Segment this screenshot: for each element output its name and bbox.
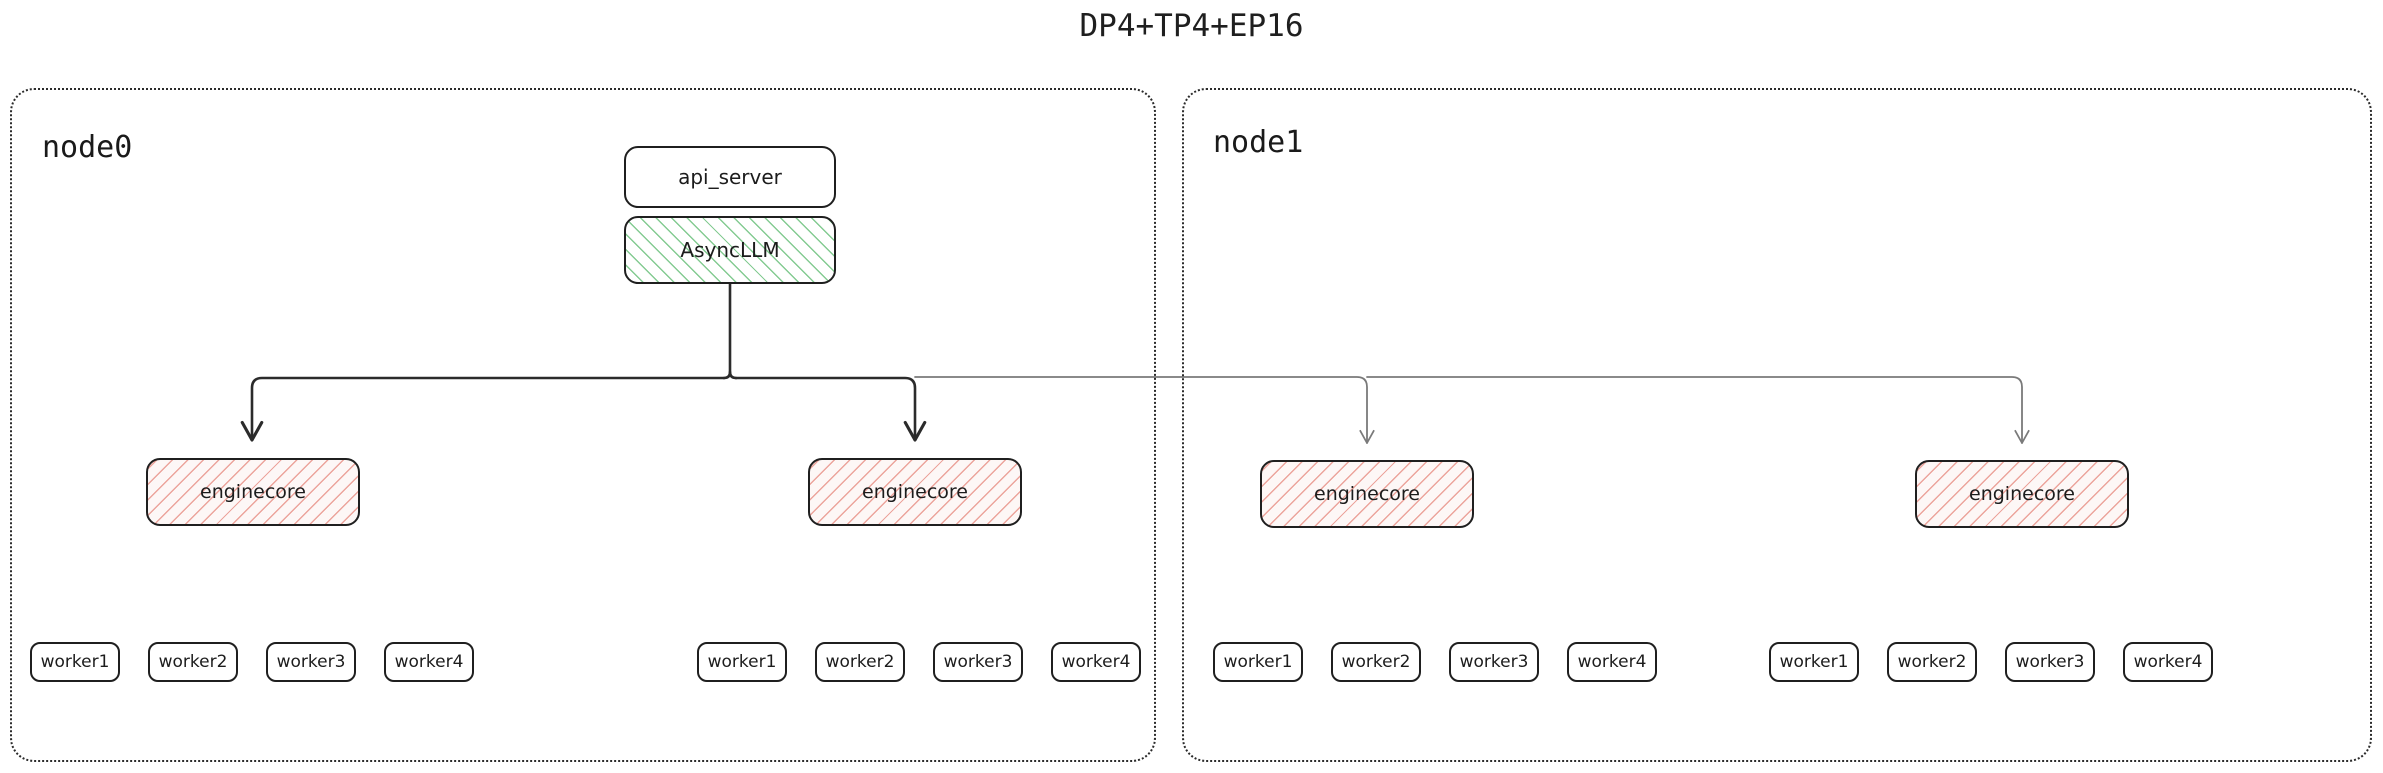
box-worker-node1-0-3[interactable]: worker4	[1567, 642, 1657, 682]
worker-label: worker2	[158, 651, 228, 672]
box-worker-node0-0-0[interactable]: worker1	[30, 642, 120, 682]
box-async-llm[interactable]: AsyncLLM	[624, 216, 836, 284]
worker-label: worker4	[1061, 651, 1131, 672]
box-worker-node1-1-3[interactable]: worker4	[2123, 642, 2213, 682]
box-worker-node0-1-1[interactable]: worker2	[815, 642, 905, 682]
worker-label: worker3	[943, 651, 1013, 672]
box-enginecore-node0-0[interactable]: enginecore	[146, 458, 360, 526]
box-worker-node0-1-2[interactable]: worker3	[933, 642, 1023, 682]
box-enginecore-node1-1[interactable]: enginecore	[1915, 460, 2129, 528]
enginecore-label: enginecore	[200, 480, 306, 503]
box-worker-node1-1-0[interactable]: worker1	[1769, 642, 1859, 682]
node-container-node1	[1182, 88, 2372, 762]
worker-label: worker1	[40, 651, 110, 672]
async-llm-label: AsyncLLM	[680, 238, 780, 262]
node-label-node1: node1	[1213, 125, 1304, 160]
worker-label: worker4	[2133, 651, 2203, 672]
box-worker-node0-0-1[interactable]: worker2	[148, 642, 238, 682]
worker-label: worker1	[1223, 651, 1293, 672]
node-container-node0	[10, 88, 1156, 762]
box-worker-node1-1-1[interactable]: worker2	[1887, 642, 1977, 682]
enginecore-label: enginecore	[1969, 482, 2075, 505]
box-worker-node1-0-2[interactable]: worker3	[1449, 642, 1539, 682]
box-worker-node1-0-1[interactable]: worker2	[1331, 642, 1421, 682]
worker-label: worker1	[707, 651, 777, 672]
worker-label: worker2	[1341, 651, 1411, 672]
box-worker-node0-1-3[interactable]: worker4	[1051, 642, 1141, 682]
page-title: DP4+TP4+EP16	[1079, 8, 1304, 44]
enginecore-label: enginecore	[862, 480, 968, 503]
box-enginecore-node1-0[interactable]: enginecore	[1260, 460, 1474, 528]
worker-label: worker2	[825, 651, 895, 672]
worker-label: worker4	[1577, 651, 1647, 672]
box-worker-node0-0-3[interactable]: worker4	[384, 642, 474, 682]
worker-label: worker2	[1897, 651, 1967, 672]
box-worker-node1-1-2[interactable]: worker3	[2005, 642, 2095, 682]
box-api-server[interactable]: api_server	[624, 146, 836, 208]
node-label-node0: node0	[42, 130, 133, 165]
enginecore-label: enginecore	[1314, 482, 1420, 505]
box-worker-node1-0-0[interactable]: worker1	[1213, 642, 1303, 682]
api-server-label: api_server	[678, 165, 782, 189]
worker-label: worker3	[276, 651, 346, 672]
box-worker-node0-1-0[interactable]: worker1	[697, 642, 787, 682]
worker-label: worker4	[394, 651, 464, 672]
worker-label: worker1	[1779, 651, 1849, 672]
box-worker-node0-0-2[interactable]: worker3	[266, 642, 356, 682]
worker-label: worker3	[1459, 651, 1529, 672]
worker-label: worker3	[2015, 651, 2085, 672]
box-enginecore-node0-1[interactable]: enginecore	[808, 458, 1022, 526]
